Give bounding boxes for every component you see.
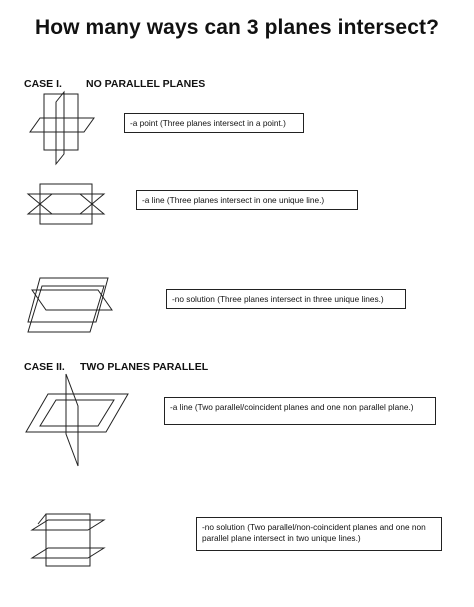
answer-box-line-parallel: -a line (Two parallel/coincident planes … [164, 397, 436, 425]
depth-edge [37, 513, 47, 525]
answer-text-line: -a line (Three planes intersect in one u… [142, 195, 325, 205]
parallel-planes-figure [30, 510, 106, 576]
answer-box-point: -a point (Three planes intersect in a po… [124, 113, 304, 133]
prism-plane-c [27, 285, 105, 333]
answer-box-no-solution-2: -no solution (Two parallel/non-coinciden… [196, 517, 442, 551]
line-intersection-figure [26, 180, 106, 230]
prism-plane-b [31, 289, 113, 311]
vertical-plane [39, 183, 93, 225]
answer-text-point: -a point (Three planes intersect in a po… [130, 118, 286, 128]
case-1-heading: NO PARALLEL PLANES [86, 78, 206, 90]
side-vertical-plane [55, 90, 65, 166]
coincident-planes-figure [20, 370, 132, 470]
horizontal-plane [29, 117, 95, 133]
tilted-plane-b [26, 193, 106, 215]
front-vertical-plane [43, 93, 79, 151]
prism-plane-a [27, 277, 109, 323]
parallel-plane-top [30, 519, 106, 531]
point-intersection-figure [22, 88, 102, 170]
case-2-heading: TWO PLANES PARALLEL [80, 361, 209, 373]
crossing-plane [65, 373, 79, 467]
case-2-label: CASE II. [24, 361, 65, 373]
answer-text-no-solution-1: -no solution (Three planes intersect in … [172, 294, 384, 304]
coincident-plane-outer [25, 393, 129, 433]
answer-text-line-parallel: -a line (Two parallel/coincident planes … [170, 402, 414, 412]
page-title: How many ways can 3 planes intersect? [34, 16, 440, 39]
answer-box-no-solution-1: -no solution (Three planes intersect in … [166, 289, 406, 309]
coincident-plane-inner [39, 399, 115, 427]
parallel-plane-bottom [30, 547, 106, 559]
answer-box-line: -a line (Three planes intersect in one u… [136, 190, 358, 210]
case-1-label: CASE I. [24, 78, 62, 90]
no-solution-prism-figure [24, 276, 116, 336]
answer-text-no-solution-2: -no solution (Two parallel/non-coinciden… [202, 522, 426, 544]
